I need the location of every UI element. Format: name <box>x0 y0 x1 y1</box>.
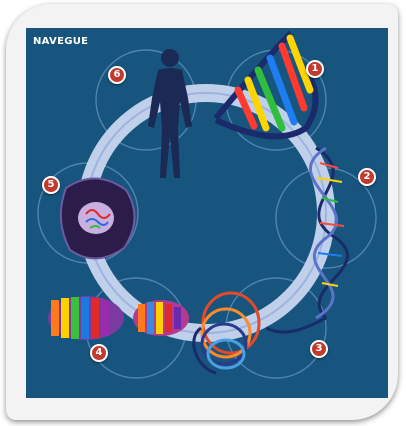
page-title: NAVEGUE <box>33 36 88 47</box>
step-badge-1[interactable]: 1 <box>306 60 324 78</box>
step-badge-3[interactable]: 3 <box>310 340 328 358</box>
step-badge-6[interactable]: 6 <box>108 66 126 84</box>
dna-cycle-illustration <box>26 28 388 398</box>
step-badge-4[interactable]: 4 <box>90 344 108 362</box>
cell-nucleus-icon <box>61 178 135 258</box>
step-badge-2[interactable]: 2 <box>358 168 376 186</box>
step-badge-5[interactable]: 5 <box>42 176 60 194</box>
